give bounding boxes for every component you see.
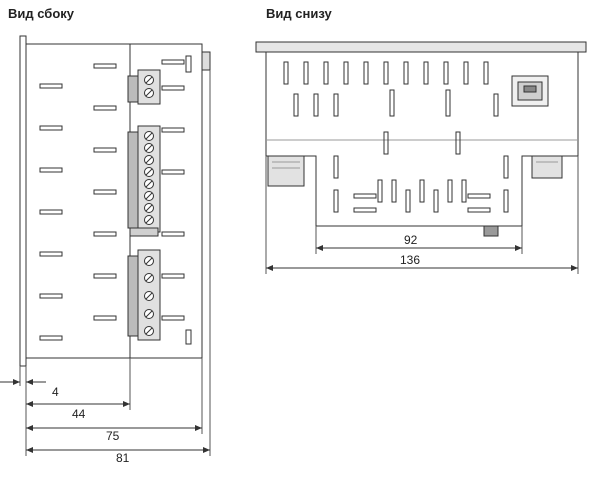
front-bezel	[255, 41, 587, 53]
vent-slots-right	[161, 55, 192, 345]
terminal-block-top	[127, 69, 161, 105]
dim-label-81: 81	[116, 451, 130, 465]
ethernet-port	[511, 75, 549, 107]
rear-tab	[201, 51, 211, 71]
terminal-block-middle	[127, 125, 161, 237]
bottom-view	[255, 41, 587, 274]
vent-slots-top	[283, 61, 489, 85]
dim-label-92: 92	[404, 233, 418, 247]
dim-label-75: 75	[106, 429, 120, 443]
vent-slots-second	[293, 89, 499, 117]
right-connector	[531, 155, 563, 179]
side-view	[0, 35, 211, 456]
left-connector	[267, 155, 305, 187]
vent-slots-middle	[93, 63, 117, 321]
side-view-title: Вид сбоку	[8, 6, 75, 21]
vent-slots-left	[39, 83, 63, 341]
side-extension-lines	[19, 70, 211, 456]
housing-body	[25, 43, 203, 359]
bottom-latch	[483, 225, 499, 237]
dim-label-4: 4	[52, 385, 59, 399]
dim-label-136: 136	[400, 253, 420, 267]
terminal-block-bottom	[127, 249, 161, 341]
dim-label-44: 44	[72, 407, 86, 421]
front-panel	[19, 35, 27, 367]
vent-slots-lower	[333, 131, 509, 213]
bottom-view-title: Вид снизу	[266, 6, 332, 21]
